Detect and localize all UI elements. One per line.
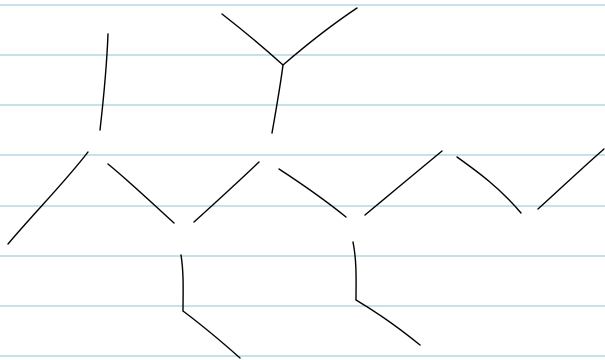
ink-stroke[interactable] [99, 33, 109, 131]
ink-stroke[interactable] [282, 7, 358, 66]
ruled-lines [0, 4, 605, 357]
ink-stroke[interactable] [364, 150, 443, 216]
ink-stroke[interactable] [107, 163, 175, 224]
ink-stroke[interactable] [271, 64, 284, 134]
ink-stroke[interactable] [193, 161, 260, 223]
ink-stroke[interactable] [355, 299, 421, 346]
ink-stroke[interactable] [221, 13, 284, 66]
ink-stroke[interactable] [456, 156, 522, 214]
ink-stroke[interactable] [352, 241, 357, 301]
ink-stroke[interactable] [180, 254, 184, 312]
ink-stroke[interactable] [182, 310, 241, 359]
ink-stroke[interactable] [537, 148, 605, 210]
ink-stroke[interactable] [278, 168, 347, 218]
ink-strokes[interactable] [7, 7, 605, 359]
ink-stroke[interactable] [7, 151, 89, 245]
